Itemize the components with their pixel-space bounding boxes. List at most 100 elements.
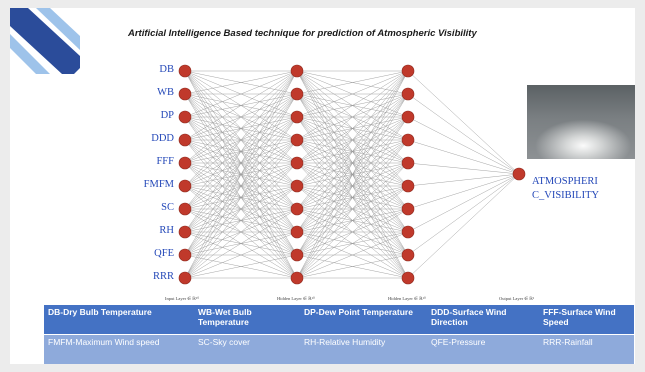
layer-label: Hidden Layer ∈ ℝ¹⁰ [277, 296, 315, 301]
connection-line [407, 173, 520, 187]
connection-line [296, 162, 409, 279]
hidden-node [401, 110, 415, 124]
hidden-node [401, 64, 415, 78]
hidden-node [290, 156, 304, 170]
connection-line [184, 70, 298, 95]
input-node [178, 225, 192, 239]
connection-line [296, 70, 409, 118]
connection-line [184, 254, 298, 279]
connection-line [184, 93, 298, 279]
connection-line [407, 116, 520, 175]
connection-line [296, 254, 409, 279]
connection-line [184, 70, 298, 164]
output-label-line1: ATMOSPHERI [532, 176, 598, 187]
slide: Artificial Intelligence Based technique … [10, 8, 635, 364]
layer-label: Output Layer ∈ ℝ¹ [499, 296, 535, 301]
input-node [178, 110, 192, 124]
output-node [512, 167, 526, 181]
hidden-node [401, 271, 415, 285]
output-label: ATMOSPHERI C_VISIBILITY [532, 175, 632, 203]
network-nodes [178, 64, 526, 285]
layer-label: Hidden Layer ∈ ℝ¹⁰ [388, 296, 426, 301]
connection-line [296, 70, 409, 279]
input-label-dp: DP [160, 110, 174, 121]
legend-cell: FFF-Surface Wind Speed [543, 307, 616, 327]
connection-line [184, 70, 298, 256]
hidden-node [290, 271, 304, 285]
input-label-db: DB [159, 64, 174, 75]
connection-line [184, 139, 298, 279]
connection-line [184, 70, 298, 279]
input-label-wb: WB [157, 87, 174, 98]
connection-line [184, 116, 298, 279]
input-label-qfe: QFE [154, 248, 174, 259]
legend-cell: RH-Relative Humidity [304, 337, 386, 347]
hidden-node [290, 225, 304, 239]
input-node [178, 248, 192, 262]
connection-line [296, 231, 409, 279]
connection-line [184, 70, 298, 210]
connection-line [407, 162, 520, 175]
connection-line [184, 231, 298, 279]
hidden-node [401, 133, 415, 147]
hidden-node [401, 248, 415, 262]
connection-line [184, 70, 298, 233]
hidden-node [290, 133, 304, 147]
connection-line [296, 70, 409, 210]
connection-line [184, 162, 298, 279]
legend-cell: QFE-Pressure [431, 337, 486, 347]
legend-cell: DB-Dry Bulb Temperature [48, 307, 152, 317]
connection-line [407, 173, 520, 279]
logo-icon [10, 8, 80, 74]
legend-cell: SC-Sky cover [198, 337, 250, 347]
legend-cell: RRR-Rainfall [543, 337, 593, 347]
input-node [178, 202, 192, 216]
connection-line [296, 185, 409, 279]
connection-line [296, 208, 409, 279]
connection-line [296, 70, 409, 164]
input-node [178, 179, 192, 193]
connection-line [184, 185, 298, 279]
connection-line [407, 139, 520, 175]
connection-line [296, 70, 409, 187]
legend-cell: FMFM-Maximum Wind speed [48, 337, 160, 347]
input-node [178, 87, 192, 101]
hidden-node [401, 156, 415, 170]
connection-line [296, 70, 409, 256]
input-node [178, 271, 192, 285]
connection-line [184, 70, 298, 187]
hidden-node [290, 64, 304, 78]
input-label-rrr: RRR [152, 271, 174, 282]
input-label-ddd: DDD [151, 133, 174, 144]
connection-line [296, 93, 409, 279]
input-label-fff: FFF [156, 156, 174, 167]
connection-line [296, 70, 409, 141]
layer-label: Input Layer ∈ ℝ¹⁰ [165, 296, 200, 301]
input-node [178, 133, 192, 147]
connection-line [184, 70, 298, 141]
connection-line [296, 139, 409, 279]
connection-line [407, 173, 520, 256]
neural-network-diagram [178, 64, 526, 285]
hidden-node [290, 248, 304, 262]
legend-row-1: DB-Dry Bulb Temperature WB-Wet Bulb Temp… [44, 305, 634, 334]
input-label-rh: RH [159, 225, 174, 236]
hidden-node [401, 225, 415, 239]
hidden-node [401, 202, 415, 216]
connection-lines [184, 70, 520, 279]
connection-line [407, 70, 520, 175]
hidden-node [401, 87, 415, 101]
hidden-node [290, 110, 304, 124]
connection-line [296, 116, 409, 279]
legend-cell: DP-Dew Point Temperature [304, 307, 413, 317]
legend-cell: WB-Wet Bulb Temperature [198, 307, 252, 327]
input-node [178, 64, 192, 78]
input-label-fmfm: FMFM [143, 179, 174, 190]
input-node [178, 156, 192, 170]
connection-line [407, 93, 520, 175]
connection-line [296, 70, 409, 95]
input-label-sc: SC [161, 202, 174, 213]
output-label-line2: C_VISIBILITY [532, 190, 600, 201]
connection-line [184, 70, 298, 118]
hidden-node [290, 87, 304, 101]
